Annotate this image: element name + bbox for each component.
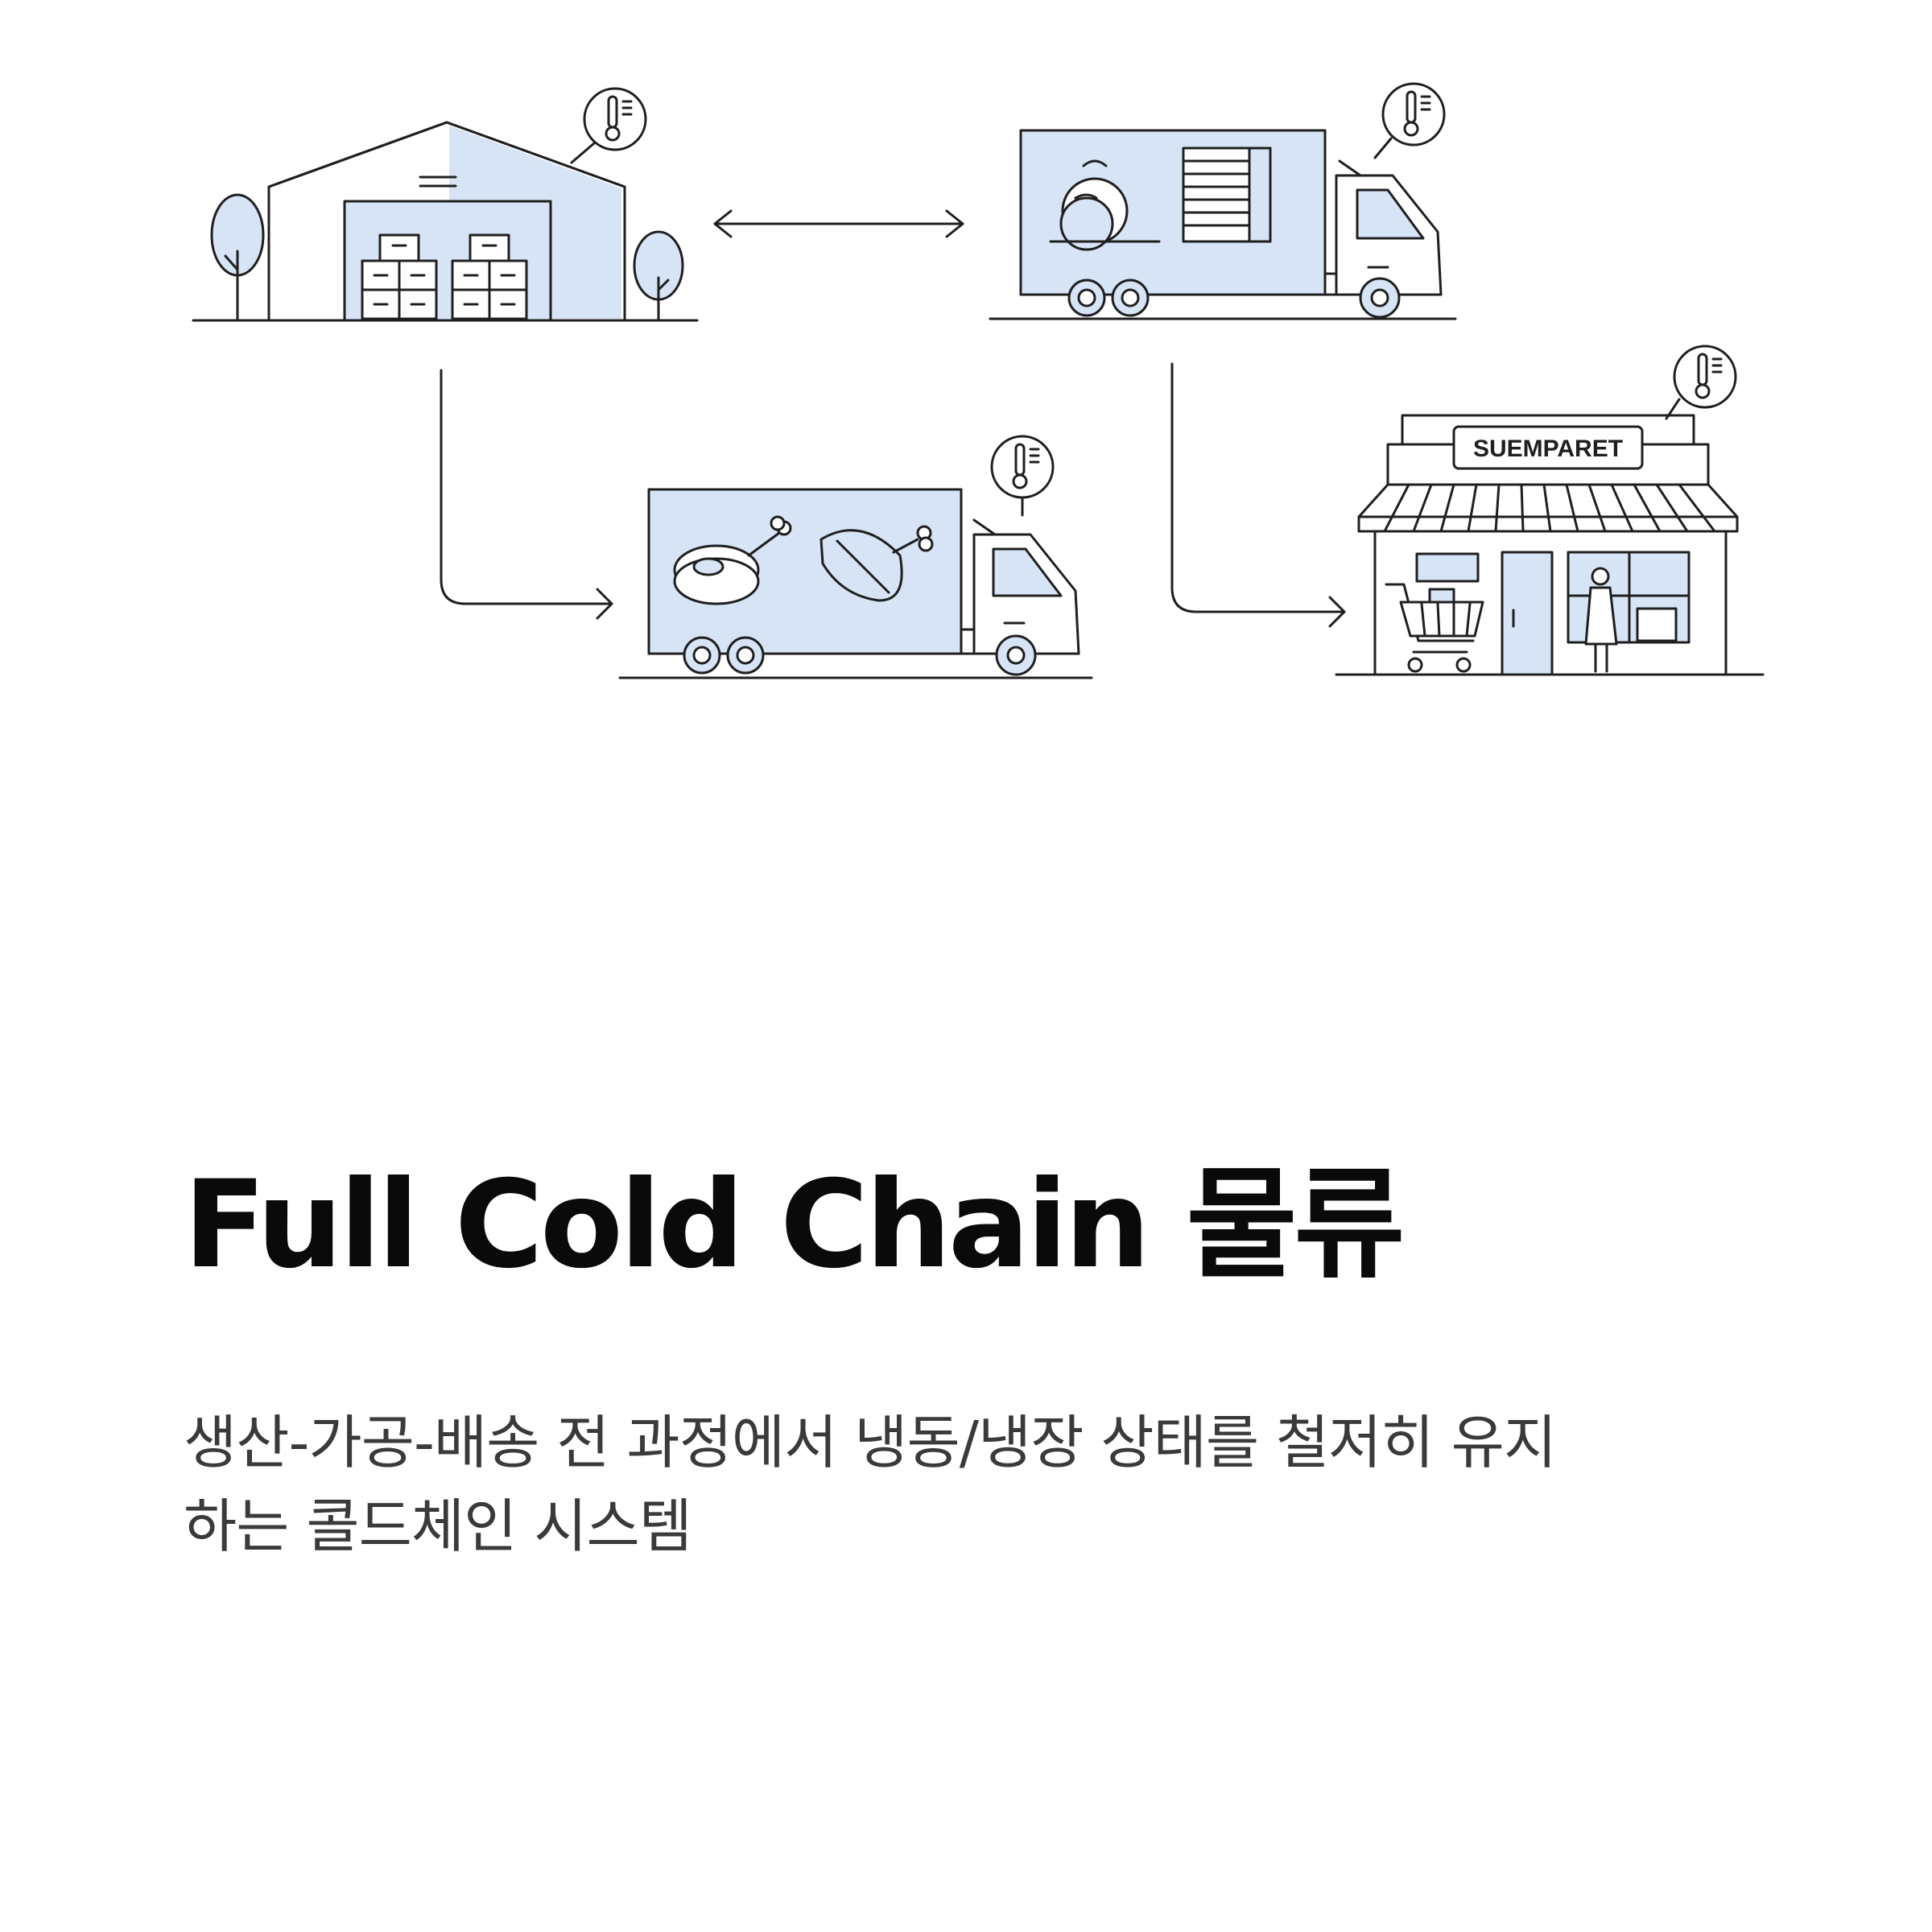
wheel-icon (995, 634, 1037, 676)
thermometer-icon (583, 87, 647, 151)
description: 생산-가공-배송 전 과정에서 냉동/냉장 상태를 철저히 유지 하는 콜드체인… (184, 1401, 1794, 1569)
wheel-icon (1111, 279, 1150, 317)
flow-arrow-icon (1170, 362, 1346, 628)
wheel-icon (1067, 279, 1106, 317)
tree-icon (633, 230, 684, 322)
wheel-icon (1359, 277, 1401, 319)
shopping-cart-icon (1385, 583, 1484, 673)
box-stack (451, 233, 528, 320)
crate-icon (1182, 147, 1272, 243)
wheel-icon (683, 636, 721, 675)
double-arrow-icon (713, 209, 964, 238)
page-title: Full Cold Chain 물류 (184, 1155, 1405, 1295)
thermometer-icon (1381, 82, 1446, 147)
description-line: 생산-가공-배송 전 과정에서 냉동/냉장 상태를 철저히 유지 (184, 1409, 1557, 1476)
description-line: 하는 콜드체인 시스템 (184, 1492, 692, 1561)
flow-arrow-icon (440, 369, 613, 620)
shopper-icon (1584, 567, 1618, 673)
cold-chain-illustration: SUEMPARET (192, 82, 1765, 679)
store-illustration: SUEMPARET (1335, 345, 1765, 676)
thermometer-icon (1673, 345, 1737, 409)
thermometer-icon (990, 435, 1055, 499)
warehouse-illustration (192, 87, 699, 322)
wheel-icon (726, 636, 765, 675)
produce-truck-illustration (989, 82, 1457, 320)
box-stack (361, 233, 438, 320)
drumstick-icon (819, 525, 934, 602)
tree-icon (210, 193, 265, 322)
store-sign: SUEMPARET (1473, 436, 1623, 462)
produce-sack-icon (1049, 159, 1161, 251)
meat-truck-illustration (618, 435, 1093, 679)
steak-icon (673, 515, 792, 605)
